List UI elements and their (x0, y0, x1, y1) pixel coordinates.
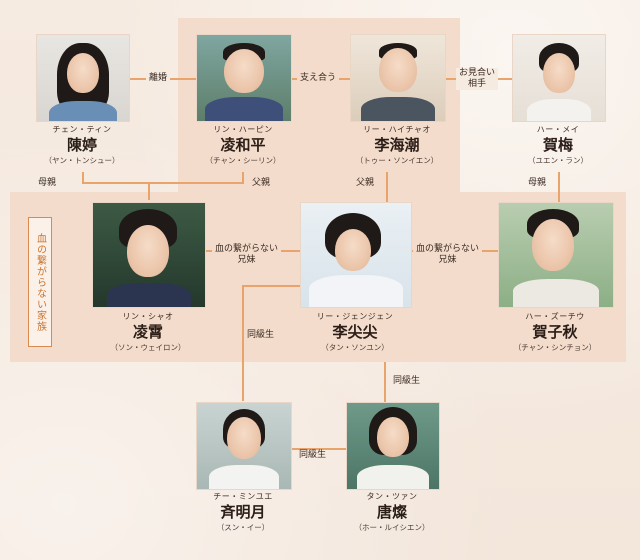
photo-he-mei (512, 34, 606, 122)
actor: （トゥー・ソンイエン） (355, 156, 439, 165)
person-tang-can: タン・ツァン 唐燦 （ホー・ルイシエン） (330, 492, 454, 533)
actor: （ユエン・ラン） (528, 156, 588, 165)
photo-he-ziqiu (498, 202, 614, 308)
rel-nonblood-right-line2: 兄妹 (438, 255, 457, 265)
photo-qi-mingyue (196, 402, 292, 490)
rel-nonblood-left-line2: 兄妹 (237, 255, 256, 265)
actor: （スン・イー） (216, 523, 270, 532)
reading: ハー・ズーチウ (525, 312, 585, 321)
person-he-mei: ハー・メイ 賀梅 （ユエン・ラン） (496, 125, 620, 166)
rel-omiai-line2: 相手 (468, 79, 487, 89)
actor: （チャン・シンチョン） (513, 343, 597, 352)
rel-father-li: 父親 (356, 178, 375, 188)
person-li-haichao: リー・ハイチャオ 李海潮 （トゥー・ソンイエン） (335, 125, 459, 166)
rel-support: 支え合う (297, 73, 340, 84)
line-to-lingxiao (148, 182, 150, 200)
name: 賀子秋 (532, 323, 578, 341)
photo-li-jianjian (300, 202, 412, 308)
person-ling-xiao: リン・シャオ 凌霄 （ソン・ウェイロン） (86, 312, 210, 353)
photo-chen-ting (36, 34, 130, 122)
line-classmate-bottom (290, 448, 348, 450)
actor: （ソン・ウェイロン） (110, 343, 186, 352)
line-classmate-left-h (242, 285, 300, 287)
reading: チェン・ティン (52, 125, 112, 134)
reading: リン・ハーピン (213, 125, 273, 134)
actor: （ホー・ルイシエン） (354, 523, 430, 532)
rel-omiai-line1: お見合い (459, 68, 496, 78)
rel-nonblood-right: 血の繋がらない 兄妹 (413, 244, 483, 266)
reading: タン・ツァン (366, 492, 418, 501)
line-ling-down (242, 172, 244, 182)
actor: （タン・ソンユン） (321, 343, 389, 352)
line-he-down (558, 172, 560, 202)
photo-ling-xiao (92, 202, 206, 308)
name: 凌霄 (132, 323, 163, 341)
name: 李海潮 (374, 136, 420, 154)
reading: チー・ミンユエ (213, 492, 273, 501)
rel-father-mid: 父親 (252, 178, 271, 188)
name: 斉明月 (220, 503, 266, 521)
line-parents-join (82, 182, 244, 184)
rel-nonblood-right-line1: 血の繋がらない (416, 244, 480, 254)
rel-classmate-left: 同級生 (244, 330, 278, 341)
actor: （チャン・シーリン） (205, 156, 281, 165)
person-he-ziqiu: ハー・ズーチウ 賀子秋 （チャン・シンチョン） (493, 312, 617, 353)
photo-tang-can (346, 402, 440, 490)
family-label-box: 血の繋がらない家族 (28, 217, 52, 347)
name: 李尖尖 (332, 323, 378, 341)
photo-ling-heping (196, 34, 292, 122)
reading: リー・ハイチャオ (363, 125, 431, 134)
rel-nonblood-left-line1: 血の繋がらない (215, 244, 279, 254)
line-classmate-right-v (384, 362, 386, 402)
family-label: 血の繋がらない家族 (34, 232, 46, 332)
rel-mother-left: 母親 (38, 178, 57, 188)
rel-classmate-right: 同級生 (390, 376, 424, 387)
line-classmate-left-v (242, 285, 244, 401)
person-qi-mingyue: チー・ミンユエ 斉明月 （スン・イー） (181, 492, 305, 533)
name: 凌和平 (220, 136, 266, 154)
person-ling-heping: リン・ハーピン 凌和平 （チャン・シーリン） (181, 125, 305, 166)
rel-divorce: 離婚 (146, 73, 171, 84)
line-li-down (386, 172, 388, 202)
person-li-jianjian: リー・ジェンジェン 李尖尖 （タン・ソンユン） (293, 312, 417, 353)
rel-nonblood-left: 血の繋がらない 兄妹 (212, 244, 282, 266)
rel-omiai: お見合い 相手 (456, 68, 499, 90)
rel-classmate-bottom: 同級生 (296, 450, 330, 461)
photo-li-haichao (350, 34, 446, 122)
reading: リン・シャオ (122, 312, 174, 321)
line-chen-down (82, 172, 84, 182)
name: 賀梅 (542, 136, 573, 154)
name: 陳婷 (66, 136, 97, 154)
name: 唐燦 (376, 503, 407, 521)
reading: リー・ジェンジェン (316, 312, 394, 321)
reading: ハー・メイ (536, 125, 580, 134)
rel-mother-right: 母親 (528, 178, 547, 188)
person-chen-ting: チェン・ティン 陳婷 （ヤン・トンシュー） (20, 125, 144, 166)
actor: （ヤン・トンシュー） (44, 156, 120, 165)
